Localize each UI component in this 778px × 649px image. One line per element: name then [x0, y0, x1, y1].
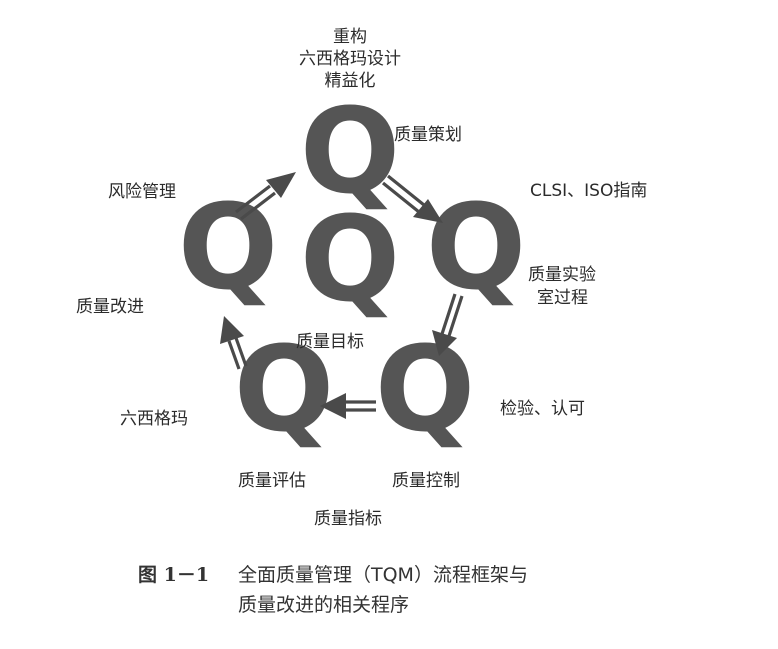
figure-number: 图 1－1	[138, 564, 210, 586]
arrow-right-to-bottom-right	[432, 293, 464, 356]
label-top-line1: 重构	[333, 27, 367, 47]
label-risk-management: 风险管理	[108, 182, 176, 202]
arrow-bottom-left-to-left	[220, 316, 248, 370]
q-node-bottom-right: Q	[375, 320, 475, 458]
q-node-right: Q	[426, 178, 526, 316]
label-lab-process-line1: 质量实验	[528, 265, 596, 285]
label-lab-process-line2: 室过程	[537, 288, 588, 308]
figure-caption: 图 1－1 全面质量管理（TQM）流程框架与 质量改进的相关程序	[138, 560, 528, 620]
label-clsi-iso: CLSI、ISO指南	[530, 181, 648, 201]
caption-line1: 全面质量管理（TQM）流程框架与	[238, 564, 528, 586]
label-six-sigma: 六西格玛	[120, 409, 188, 429]
label-top-line3: 精益化	[324, 71, 376, 91]
label-quality-goals: 质量目标	[296, 332, 364, 352]
label-quality-improvement: 质量改进	[76, 297, 144, 317]
arrow-bottom-right-to-bottom-left	[320, 393, 376, 419]
label-quality-assessment: 质量评估	[238, 471, 306, 491]
label-top-line2: 六西格玛设计	[299, 49, 401, 69]
arrow-left-to-top	[235, 172, 296, 221]
q-node-center: Q	[300, 190, 400, 328]
q-node-left: Q	[178, 178, 278, 316]
cycle-graphic: Q Q Q Q Q Q	[178, 82, 526, 458]
label-inspection-accreditation: 检验、认可	[500, 399, 585, 419]
q-node-top: Q	[300, 82, 400, 220]
label-quality-indicators: 质量指标	[314, 509, 382, 529]
label-quality-control: 质量控制	[392, 471, 460, 491]
q-node-bottom-left: Q	[234, 320, 334, 458]
caption-line2: 质量改进的相关程序	[238, 594, 410, 616]
arrow-top-to-right	[381, 174, 443, 223]
label-quality-planning: 质量策划	[394, 125, 462, 145]
